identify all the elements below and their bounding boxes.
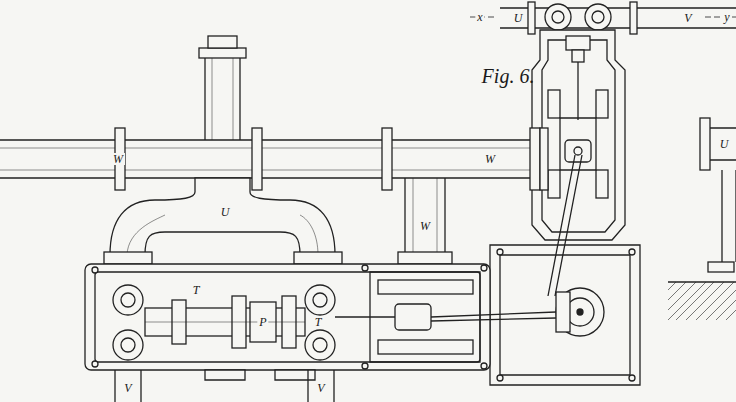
part-letter: W [483,153,497,165]
part-letter: U [219,206,232,218]
part-letter: T [191,284,202,296]
figure-caption: Fig. 6. [482,65,535,87]
part-letter: U [718,138,731,150]
part-letter: P [257,316,268,328]
part-letter: T [313,316,324,328]
part-letter: W [418,220,432,232]
part-letter: U [512,12,525,24]
part-letter: V [315,382,326,394]
part-letter: V [122,382,133,394]
part-letter: x [475,11,484,23]
part-letter: V [682,12,693,24]
part-letter: y [722,11,731,23]
part-letter: W [111,153,125,165]
